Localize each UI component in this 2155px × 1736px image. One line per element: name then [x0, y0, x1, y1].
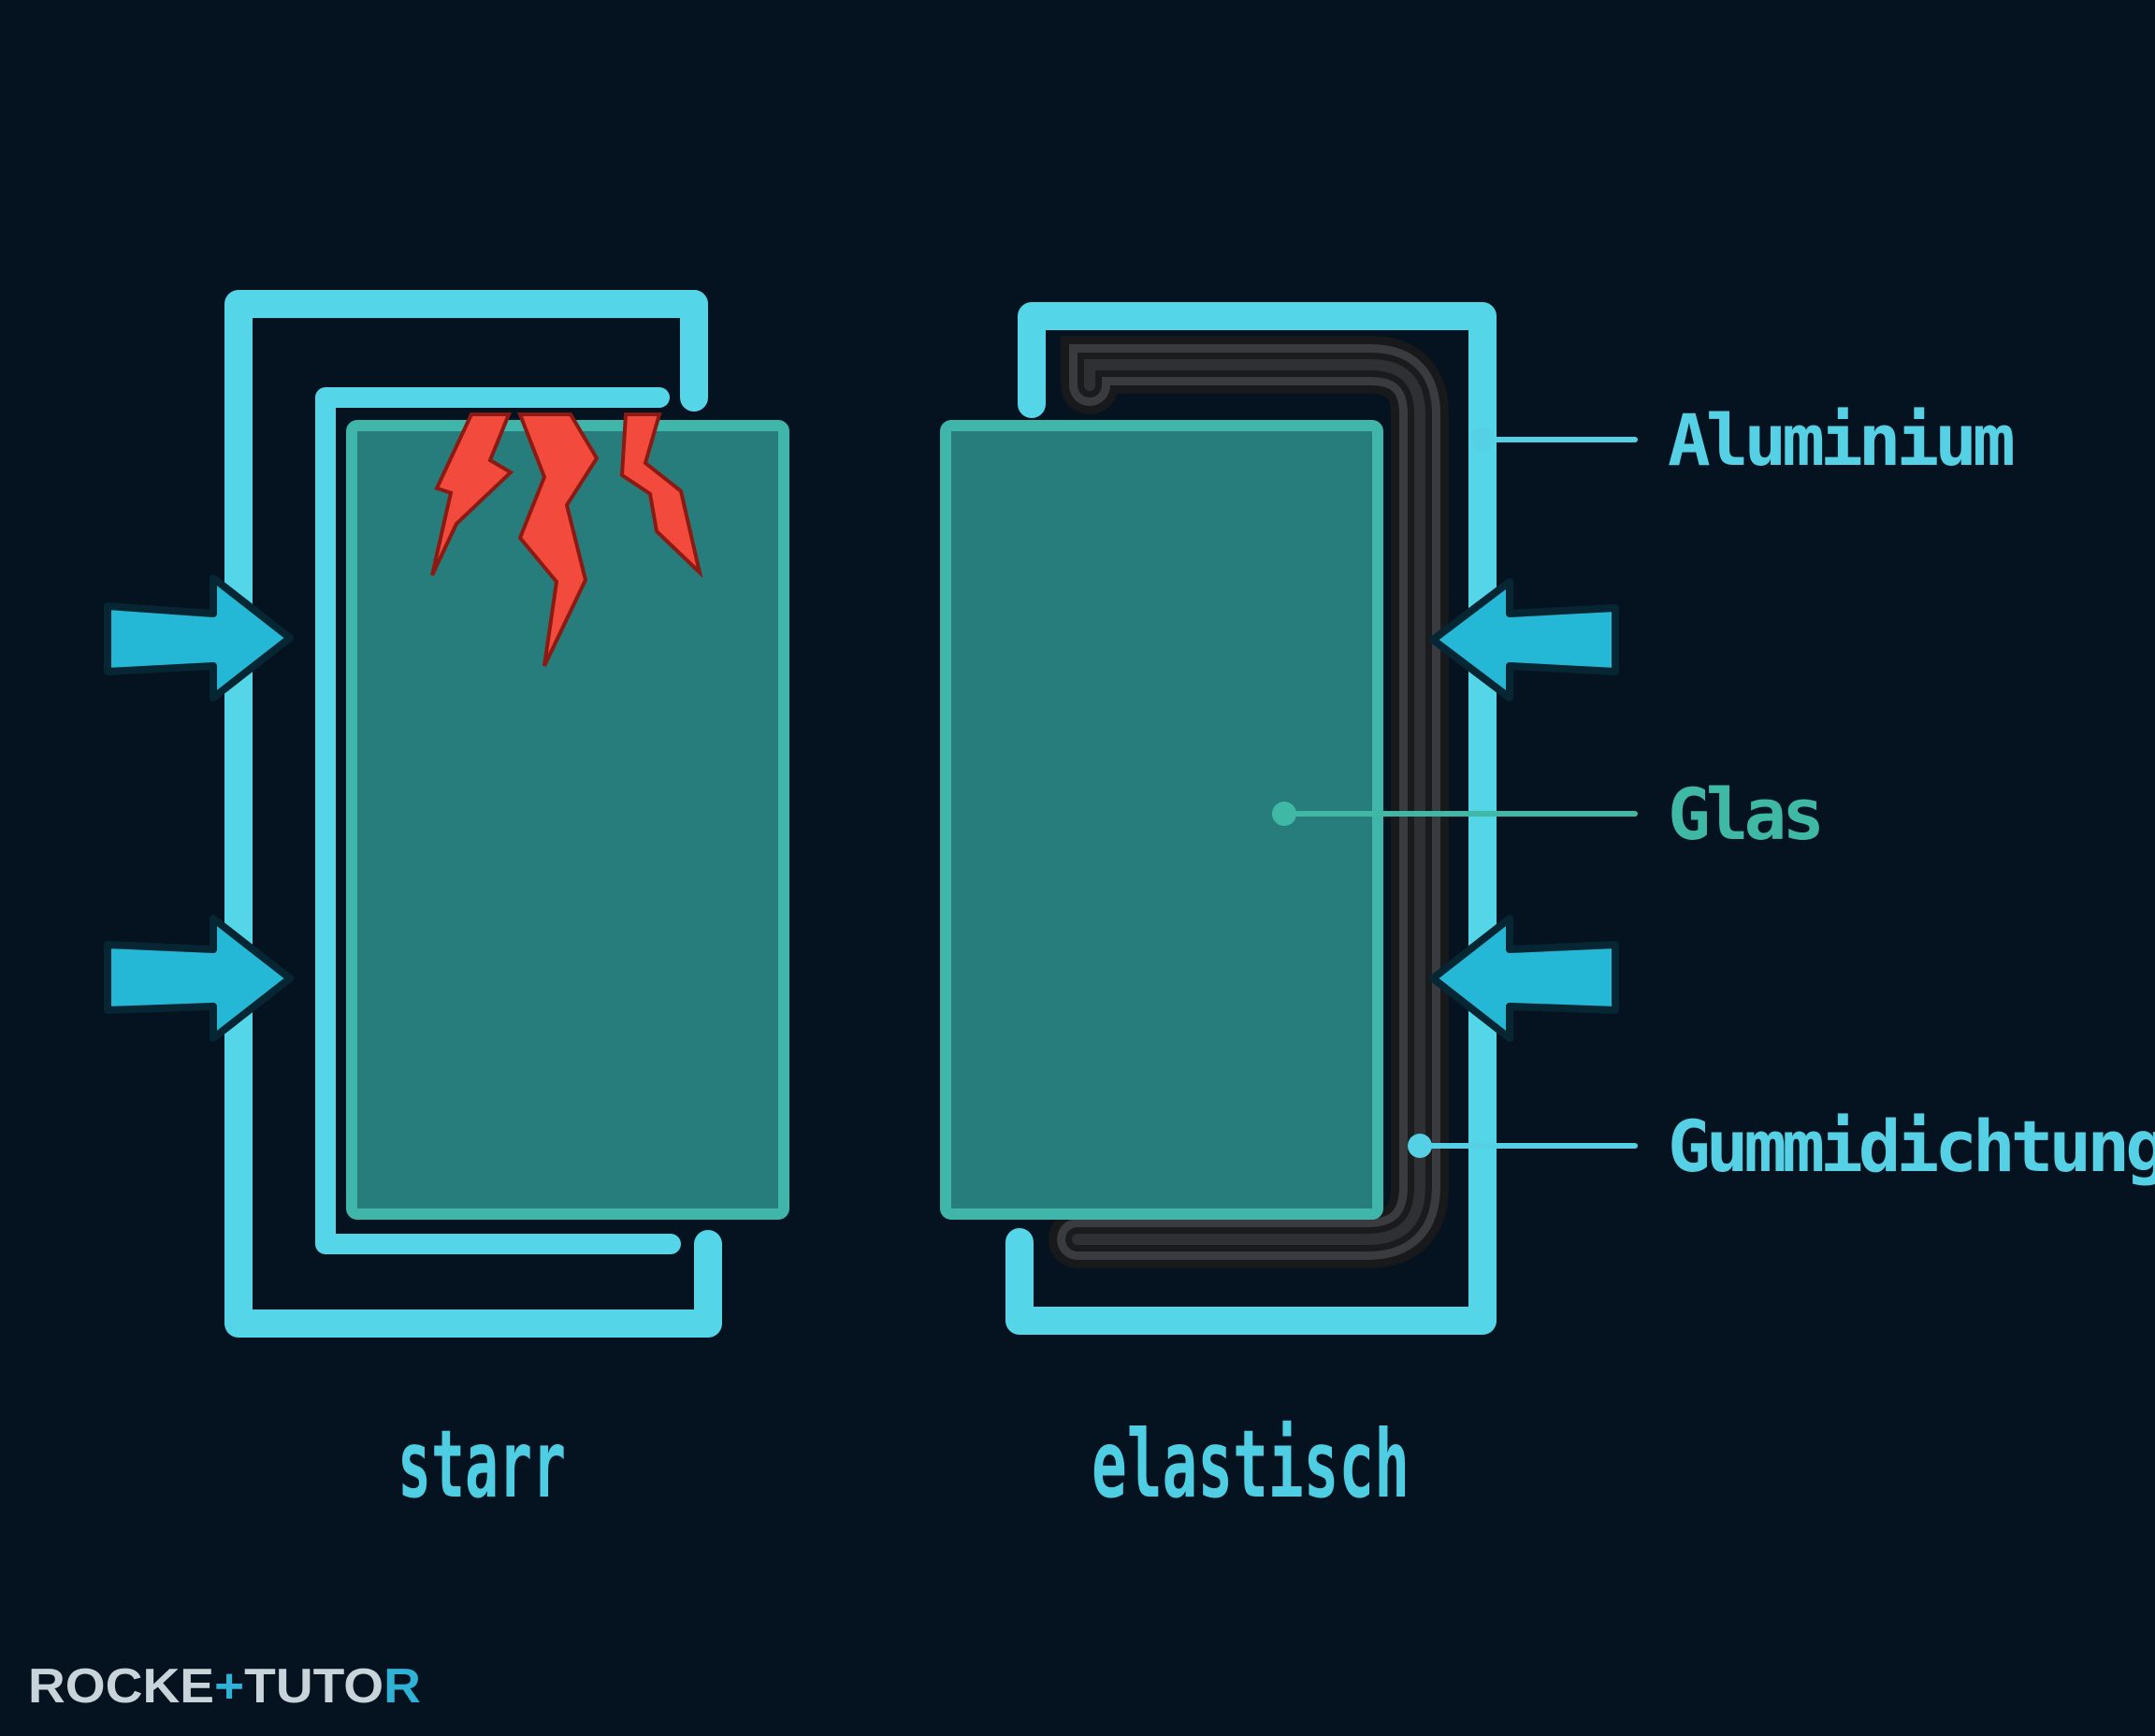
rubber-gasket — [1049, 336, 1449, 1268]
aluminium-frame-elastic — [1005, 302, 1497, 1335]
aluminium-frame-inner — [315, 387, 681, 1254]
arrow-left-icon — [1429, 578, 1619, 1042]
crack-icon — [430, 412, 703, 667]
caption-elastisch: elastisch — [1092, 1410, 1410, 1519]
elastic-assembly — [940, 302, 1619, 1335]
label-leaders — [1272, 427, 1638, 1158]
label-gummidichtung: Gummidichtung — [1668, 1105, 2155, 1188]
label-glas: Glas — [1668, 773, 1820, 856]
brand-part3: R — [383, 1659, 421, 1714]
arrow-right-icon — [104, 574, 294, 1042]
aluminium-frame-outer — [224, 290, 722, 1338]
glass-pane-elastic — [940, 420, 1383, 1220]
brand-part2: TUTO — [244, 1659, 383, 1714]
rigid-assembly — [104, 290, 789, 1338]
brand-cross: + — [214, 1659, 244, 1714]
caption-starr: starr — [398, 1410, 566, 1519]
brand-part1: ROCKE — [28, 1659, 214, 1714]
label-aluminium: Aluminium — [1668, 398, 2013, 482]
